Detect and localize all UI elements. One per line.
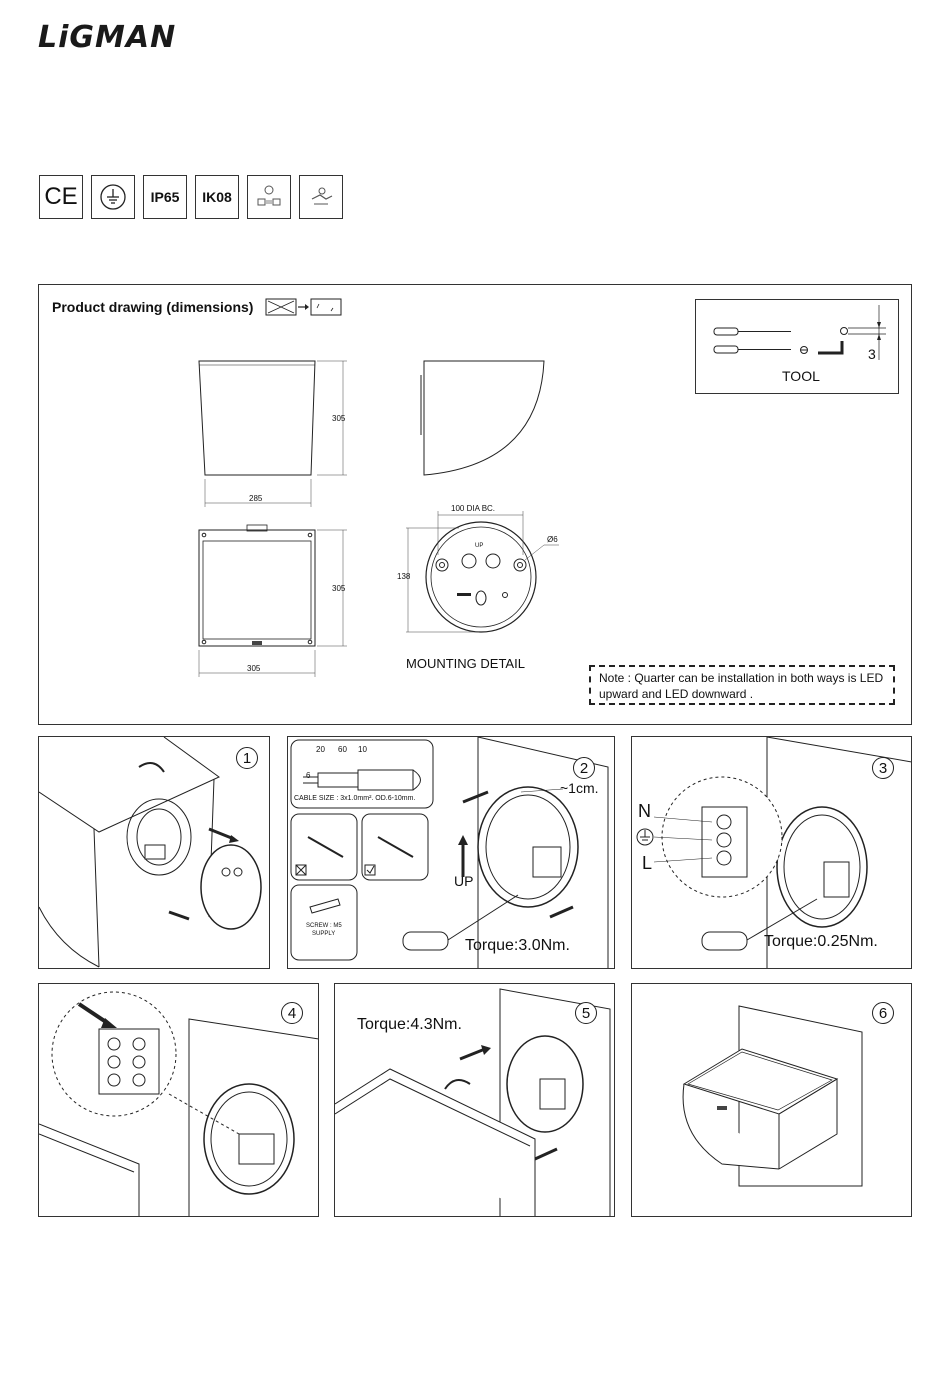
ik08-badge: IK08 (195, 175, 239, 219)
ce-label: CE (44, 183, 78, 210)
step-6-illustration (682, 1005, 863, 1187)
strip-6-label: 6 (306, 771, 311, 780)
front-view-drawing (198, 360, 347, 507)
replaceable-gear-icon (299, 175, 343, 219)
mounting-up-label: UP (475, 543, 484, 549)
gap-label: ~1cm. (560, 780, 599, 796)
step-6-panel: 6 (631, 983, 912, 1217)
step-3-illustration (636, 737, 911, 968)
mounting-bc-label: 100 DIA BC. (451, 504, 496, 513)
step-6-number: 6 (872, 1002, 894, 1024)
step-1-illustration (39, 737, 262, 968)
front-height-label: 305 (332, 414, 346, 423)
step-2-number: 2 (573, 757, 595, 779)
mounting-height-label: 138 (397, 572, 411, 581)
tool-box: 3 TOOL (695, 299, 899, 394)
neutral-label: N (638, 801, 651, 821)
tool-label: TOOL (782, 368, 820, 384)
side-view-drawing (420, 360, 545, 476)
dimension-drawings (198, 360, 559, 677)
up-label: UP (454, 873, 474, 889)
step-2-panel: 2 20 60 10 6 CABLE SIZE : 3x1.0mm². OD.6… (287, 736, 615, 969)
step-5-illustration (335, 988, 611, 1216)
step-4-panel: 4 (38, 983, 319, 1217)
top-height-label: 305 (332, 584, 346, 593)
screw-supply-label: SUPPLY (312, 931, 336, 937)
strip-20-label: 20 (316, 745, 325, 754)
mounting-plate-drawing (406, 511, 559, 633)
product-drawing-title: Product drawing (dimensions) (52, 299, 254, 315)
mounting-hole-label: Ø6 (547, 535, 558, 544)
step-4-illustration (39, 991, 318, 1216)
strip-10-label: 10 (358, 745, 367, 754)
ce-mark-icon: CE (39, 175, 83, 219)
cable-size-label: CABLE SIZE : 3x1.0mm². OD.6-10mm. (294, 795, 416, 802)
brand-logo: LiGMAN (38, 20, 177, 55)
step-3-panel: 3 N L Torque:0.25Nm. (631, 736, 912, 969)
step-3-number: 3 (872, 757, 894, 779)
live-label: L (642, 853, 653, 873)
screwdriver-icon (713, 305, 886, 360)
product-drawing-panel: Product drawing (dimensions) 3 TOOL (38, 284, 912, 725)
screw-label: SCREW : M5 (306, 923, 342, 929)
step-2-torque: Torque:3.0Nm. (465, 937, 570, 954)
step-3-torque: Torque:0.25Nm. (764, 933, 878, 950)
ip65-badge: IP65 (143, 175, 187, 219)
step-4-number: 4 (281, 1002, 303, 1024)
mounting-detail-label: MOUNTING DETAIL (406, 656, 525, 671)
tool-dimension: 3 (868, 346, 876, 362)
class-one-earth-icon (91, 175, 135, 219)
installation-note: Note : Quarter can be installation in bo… (589, 665, 895, 705)
step-2-illustration (290, 737, 609, 968)
front-width-label: 285 (249, 494, 263, 503)
top-width-label: 305 (247, 664, 261, 673)
step-1-number: 1 (236, 747, 258, 769)
replaceable-lamp-icon (247, 175, 291, 219)
step-5-panel: 5 Torque:4.3Nm. (334, 983, 615, 1217)
strip-60-label: 60 (338, 745, 347, 754)
top-view-drawing (198, 524, 347, 677)
step-1-panel: 1 (38, 736, 270, 969)
step-5-torque: Torque:4.3Nm. (357, 1016, 462, 1033)
step-5-number: 5 (575, 1002, 597, 1024)
mounting-surface-icon (265, 298, 342, 316)
